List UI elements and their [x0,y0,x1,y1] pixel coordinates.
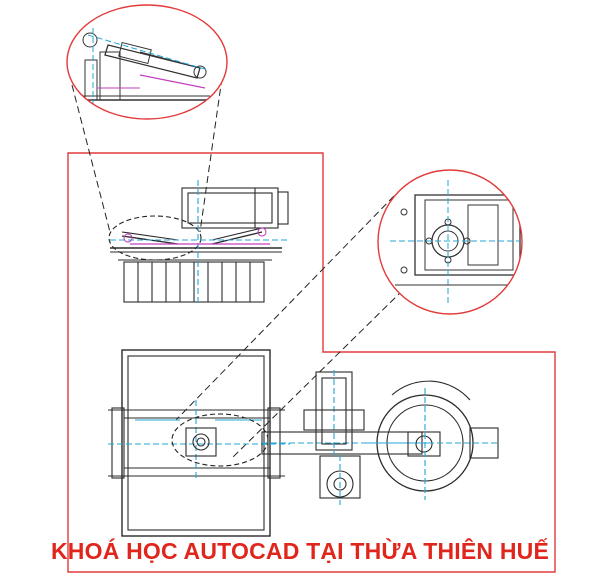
detail-view-right [377,169,523,315]
detail-view-top [66,4,228,120]
drawing-frame [67,152,556,573]
side-elevation [108,180,290,305]
leader-lines [71,77,404,459]
plan-view [108,349,500,537]
course-title: KHOÁ HỌC AUTOCAD TẠI THỪA THIÊN HUẾ [51,538,549,564]
